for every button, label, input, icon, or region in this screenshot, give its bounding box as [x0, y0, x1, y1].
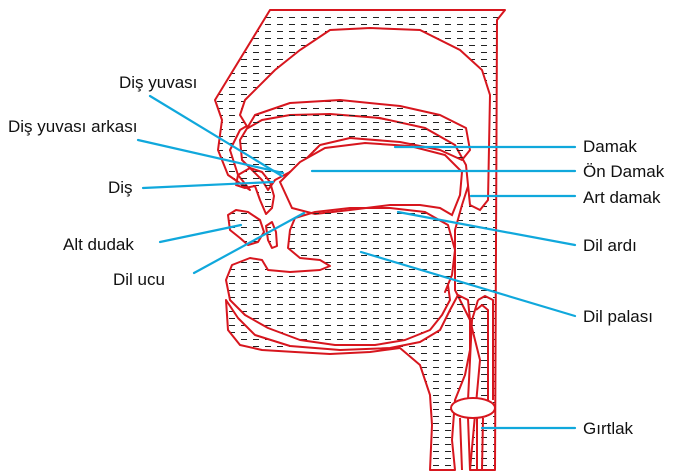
label-on-damak: Ön Damak	[583, 162, 665, 181]
label-dil-palasi: Dil palası	[583, 307, 653, 326]
label-dis: Diş	[108, 178, 133, 197]
label-damak: Damak	[583, 137, 637, 156]
lower-tooth	[266, 222, 277, 248]
label-girtlak: Gırtlak	[583, 419, 634, 438]
label-dis-yuvasi-arkasi: Diş yuvası arkası	[8, 117, 137, 136]
leader-alt-dudak	[160, 225, 241, 242]
glottis	[451, 398, 495, 418]
label-dil-ucu: Dil ucu	[113, 270, 165, 289]
label-dil-ardi: Dil ardı	[583, 236, 637, 255]
label-dis-yuvasi: Diş yuvası	[119, 73, 197, 92]
label-art-damak: Art damak	[583, 188, 661, 207]
label-alt-dudak: Alt dudak	[63, 235, 134, 254]
